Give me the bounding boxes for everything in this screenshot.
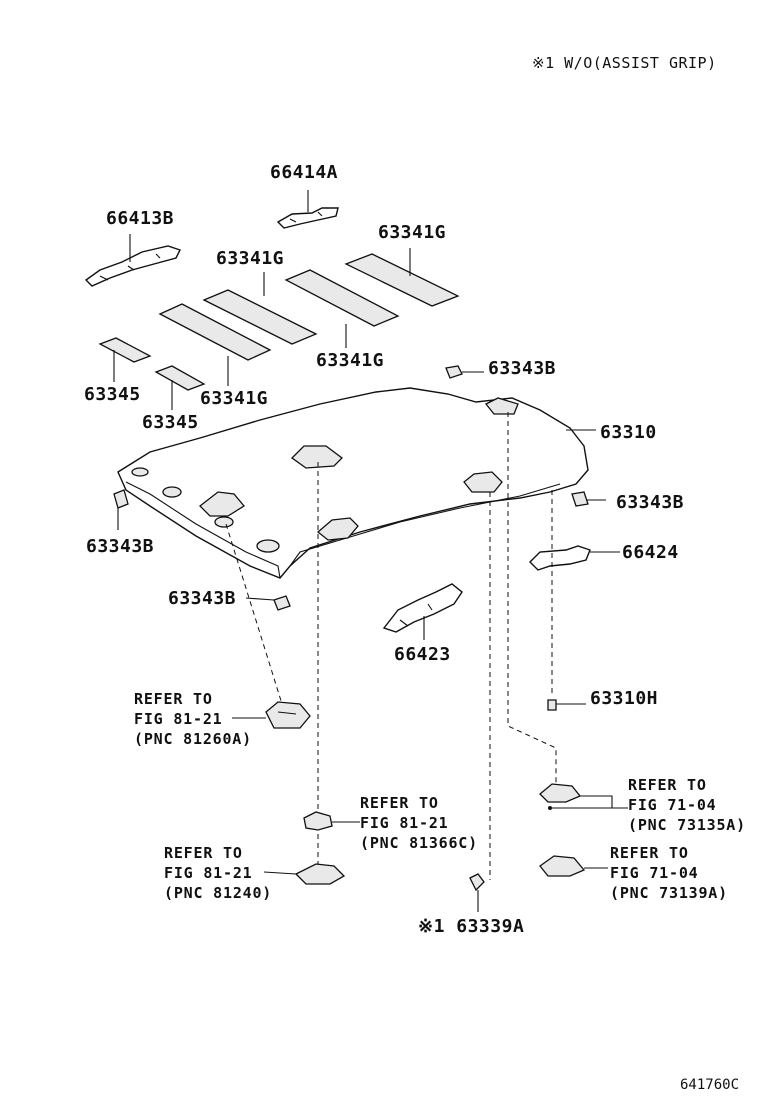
label-63341g-3[interactable]: 63341G (316, 350, 385, 371)
diagram-code: 641760C (680, 1077, 740, 1093)
clip-63310h[interactable] (547, 699, 557, 711)
clip-63343b-left[interactable] (113, 489, 129, 509)
clip-63339a[interactable] (469, 873, 485, 892)
lamp-73135a[interactable] (539, 783, 582, 810)
pad-63345-2[interactable] (154, 365, 206, 391)
bracket-66423[interactable] (382, 583, 463, 633)
label-63343b-right[interactable]: 63343B (616, 492, 685, 513)
label-63341g-4[interactable]: 63341G (200, 388, 269, 409)
pad-63345-1[interactable] (98, 337, 152, 363)
ref-73135a-line2[interactable]: FIG 71-04 (628, 796, 717, 814)
note-without-assist-grip: ※1 W/O(ASSIST GRIP) (532, 54, 717, 72)
ref-81260a-line3[interactable]: (PNC 81260A) (134, 730, 252, 748)
lamp-81366c[interactable] (303, 811, 333, 831)
bracket-66413b[interactable] (84, 245, 181, 287)
label-63343b-left[interactable]: 63343B (86, 536, 155, 557)
label-66414a[interactable]: 66414A (270, 162, 339, 183)
label-63310h[interactable]: 63310H (590, 688, 659, 709)
pad-63341g-3[interactable] (284, 269, 400, 327)
lamp-81260a[interactable] (265, 701, 311, 729)
label-66413b[interactable]: 66413B (106, 208, 175, 229)
ref-81240-line2[interactable]: FIG 81-21 (164, 864, 253, 882)
ref-73135a-line3[interactable]: (PNC 73135A) (628, 816, 746, 834)
ref-73139a-line1[interactable]: REFER TO (610, 844, 689, 862)
bracket-66414a[interactable] (276, 207, 339, 229)
headliner-63310[interactable] (117, 387, 589, 579)
bracket-66424[interactable] (529, 545, 591, 571)
label-63341g-2[interactable]: 63341G (378, 222, 447, 243)
ref-73135a-line1[interactable]: REFER TO (628, 776, 707, 794)
lamp-81240[interactable] (294, 863, 346, 885)
clip-63343b-right[interactable] (571, 491, 589, 507)
clip-63343b-mid[interactable] (273, 595, 291, 611)
lamp-73139a[interactable] (539, 855, 586, 877)
label-63341g-1[interactable]: 63341G (216, 248, 285, 269)
ref-73139a-line2[interactable]: FIG 71-04 (610, 864, 699, 882)
label-63345-2[interactable]: 63345 (142, 412, 199, 433)
label-63345-1[interactable]: 63345 (84, 384, 141, 405)
label-63343b-top[interactable]: 63343B (488, 358, 557, 379)
label-63343b-mid[interactable]: 63343B (168, 588, 237, 609)
pad-63341g-2[interactable] (202, 289, 318, 345)
ref-81366c-line2[interactable]: FIG 81-21 (360, 814, 449, 832)
label-66424[interactable]: 66424 (622, 542, 679, 563)
pad-63341g-4[interactable] (344, 253, 460, 307)
ref-81260a-line2[interactable]: FIG 81-21 (134, 710, 223, 728)
ref-81240-line3[interactable]: (PNC 81240) (164, 884, 273, 902)
ref-81240-line1[interactable]: REFER TO (164, 844, 243, 862)
ref-81366c-line1[interactable]: REFER TO (360, 794, 439, 812)
ref-73139a-line3[interactable]: (PNC 73139A) (610, 884, 728, 902)
pad-63341g-1[interactable] (158, 303, 272, 361)
ref-81366c-line3[interactable]: (PNC 81366C) (360, 834, 478, 852)
ref-81260a-line1[interactable]: REFER TO (134, 690, 213, 708)
label-63310[interactable]: 63310 (600, 422, 657, 443)
label-66423[interactable]: 66423 (394, 644, 451, 665)
clip-63343b-top[interactable] (445, 365, 463, 379)
label-63339a[interactable]: ※1 63339A (418, 916, 525, 937)
